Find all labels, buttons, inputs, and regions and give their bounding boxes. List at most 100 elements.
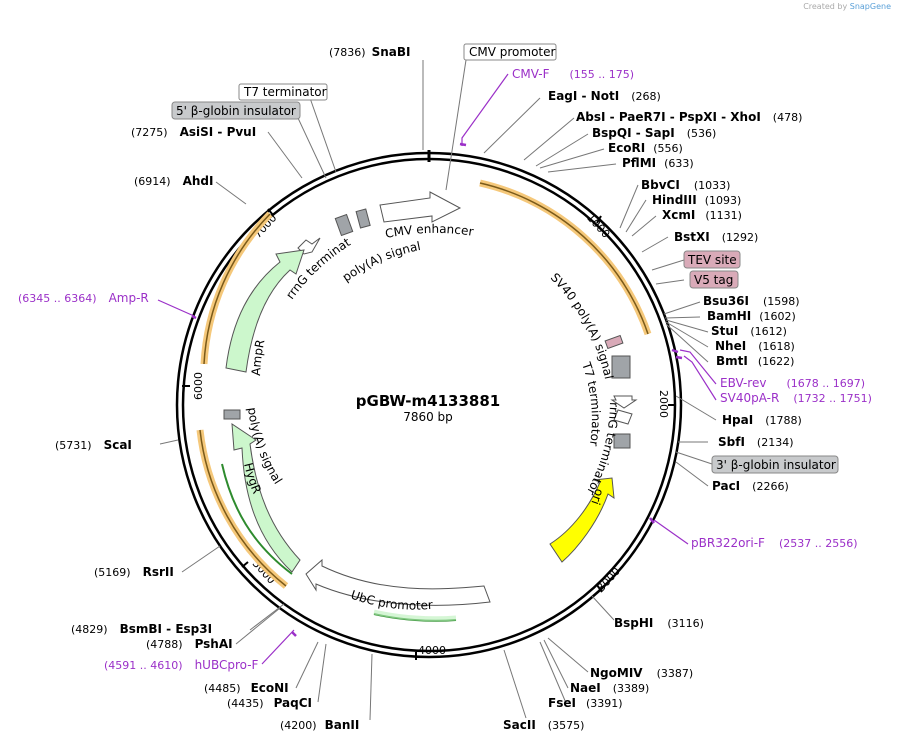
label-tev-site: TEV site — [687, 253, 737, 267]
primer-markers — [191, 142, 683, 637]
site-name-hpai: HpaI — [722, 413, 753, 427]
site-pos-pshai: (4788) — [146, 638, 183, 651]
feature-label-t7: T7 terminator — [579, 359, 603, 447]
svg-text:SbfI(2134): SbfI(2134) — [718, 435, 794, 449]
primer-name-pbr322ori-f: pBR322ori-F — [691, 536, 765, 550]
svg-text:pBR322ori-F(2537 .. 2556): pBR322ori-F (2537 .. 2556) — [691, 536, 858, 550]
svg-text:HindIII(1093): HindIII(1093) — [652, 193, 741, 207]
credit-prefix: Created by — [803, 2, 848, 11]
site-name-ngomiv: NgoMIV — [590, 666, 643, 680]
site-pos-paci: (2266) — [752, 480, 789, 493]
site-name-bsphi: BspHI — [614, 616, 653, 630]
site-name-hindiii: HindIII — [652, 193, 697, 207]
site-name-fsei: FseI — [548, 696, 576, 710]
site-name-absi-xhoi: AbsI - PaeR7I - PspXI - XhoI — [576, 110, 761, 124]
feature-label-cmv-enhancer: CMV enhancer — [384, 222, 475, 241]
svg-text:PflMI(633): PflMI(633) — [622, 156, 694, 170]
primer-name-hubcpro-f: hUBCpro-F — [195, 658, 259, 672]
boxed-labels: CMV promoter T7 terminator 5' β-globin i… — [171, 43, 839, 474]
ampr-arrow — [225, 249, 305, 373]
site-pos-sacii: (3575) — [548, 719, 585, 732]
site-name-pflmi: PflMI — [622, 156, 656, 170]
svg-text:Bsu36I(1598): Bsu36I (1598) — [703, 294, 800, 308]
primer-pos-ebv-rev: (1678 .. 1697) — [786, 377, 865, 390]
site-pos-bamhi: (1602) — [759, 310, 796, 323]
site-name-bbvci: BbvCI — [641, 178, 680, 192]
svg-text:BspHI(3116): BspHI(3116) — [614, 616, 704, 630]
primer-labels: CMV-F(155 .. 175) EBV-rev(1678 .. 1697) … — [18, 67, 872, 672]
svg-text:PacI(2266): PacI (2266) — [712, 479, 789, 493]
site-name-sbfi: SbfI — [718, 435, 745, 449]
site-name-bspqi-sapi: BspQI - SapI — [592, 126, 675, 140]
svg-text:(4200)BanII: (4200)BanII — [280, 718, 359, 732]
site-name-xcmi: XcmI — [662, 208, 695, 222]
svg-text:BspQI - SapI(536): BspQI - SapI (536) — [592, 126, 716, 140]
ubc-promoter-arrow — [305, 558, 491, 606]
svg-text:(6914)AhdI: (6914)AhdI — [134, 174, 213, 188]
orf-arc-left-top-line — [203, 213, 271, 365]
svg-text:EBV-rev(1678 .. 1697): EBV-rev (1678 .. 1697) — [720, 376, 865, 390]
svg-text:BmtI(1622): BmtI(1622) — [716, 354, 794, 368]
box-tev-site — [683, 250, 741, 269]
tick-label-2000: 2000 — [657, 390, 670, 418]
primer-name-sv40pa-r: SV40pA-R — [720, 391, 779, 405]
t7-terminator-box — [334, 213, 354, 237]
site-pos-bspqi-sapi: (536) — [687, 127, 717, 140]
primer-pos-sv40pa-r: (1732 .. 1751) — [793, 392, 872, 405]
ubc-green-band — [373, 609, 457, 622]
ori-arrow — [549, 477, 615, 563]
primer-name-ebv-rev: EBV-rev — [720, 376, 766, 390]
site-pos-bsu36i: (1598) — [763, 295, 800, 308]
site-name-snabi: SnaBI — [372, 45, 411, 59]
site-pos-absi-xhoi: (478) — [773, 111, 803, 124]
svg-text:(7836)SnaBI: (7836)SnaBI — [329, 45, 410, 59]
svg-text:FseI(3391): FseI (3391) — [548, 696, 623, 710]
site-pos-econi: (4485) — [204, 682, 241, 695]
tick-label-4000: 4000 — [418, 644, 446, 657]
svg-text:(4829)BsmBI - Esp3I: (4829)BsmBI - Esp3I — [71, 622, 212, 636]
label-v5-tag: V5 tag — [694, 273, 733, 287]
primer-pos-pbr322ori-f: (2537 .. 2556) — [779, 537, 858, 550]
label-3-globin-insulator: 3' β-globin insulator — [716, 458, 836, 472]
site-pos-eagi-noti: (268) — [631, 90, 661, 103]
svg-text:StuI(1612): StuI(1612) — [711, 324, 787, 338]
svg-text:SacII(3575): SacII(3575) — [503, 718, 584, 732]
feature-label-hygr: HygR — [241, 461, 264, 495]
poly-a-box-left — [223, 409, 241, 420]
svg-text:(4485)EcoNI: (4485) EcoNI — [204, 681, 289, 695]
svg-text:EagI - NotI(268): EagI - NotI (268) — [548, 89, 661, 103]
svg-text:(5169)RsrII: (5169)RsrII — [94, 565, 174, 579]
svg-text:HpaI(1788): HpaI(1788) — [722, 413, 802, 427]
site-name-ahdi: AhdI — [183, 174, 214, 188]
label-t7-terminator: T7 terminator — [243, 85, 327, 99]
svg-text:AbsI - PaeR7I - PspXI - XhoI(4: AbsI - PaeR7I - PspXI - XhoI (478) — [576, 110, 802, 124]
label-cmv-promoter: CMV promoter — [469, 45, 556, 59]
site-pos-asisi-pvui: (7275) — [131, 126, 168, 139]
svg-text:NheI(1618): NheI(1618) — [715, 339, 795, 353]
site-name-bstxi: BstXI — [674, 230, 710, 244]
site-name-bsu36i: Bsu36I — [703, 294, 749, 308]
feature-label-ampr: AmpR — [249, 338, 267, 376]
site-name-paqci: PaqCI — [274, 696, 312, 710]
svg-text:BbvCI(1033): BbvCI(1033) — [641, 178, 730, 192]
site-pos-ngomiv: (3387) — [657, 667, 694, 680]
site-name-bsmbi: BsmBI - Esp3I — [120, 622, 212, 636]
tev-v5-tag-box — [604, 334, 624, 350]
hygr-arrow — [231, 423, 301, 573]
site-pos-nhei: (1618) — [758, 340, 795, 353]
feature-label-ori: ori — [588, 487, 606, 506]
feature-label-sv40: SV40 poly(A) signal — [548, 270, 616, 380]
site-name-banii: BanII — [325, 718, 360, 732]
site-name-bamhi: BamHI — [707, 309, 751, 323]
site-name-econi: EcoNI — [251, 681, 289, 695]
site-pos-bstxi: (1292) — [722, 231, 759, 244]
site-pos-scai: (5731) — [55, 439, 92, 452]
insulator-box-right — [613, 433, 631, 449]
site-name-eagi-noti: EagI - NotI — [548, 89, 619, 103]
site-pos-naei: (3389) — [613, 682, 650, 695]
site-name-scai: ScaI — [104, 438, 132, 452]
site-name-paci: PacI — [712, 479, 740, 493]
svg-text:EcoRI(556): EcoRI(556) — [608, 141, 683, 155]
site-pos-fsei: (3391) — [586, 697, 623, 710]
site-name-asisi-pvui: AsiSI - PvuI — [180, 125, 257, 139]
